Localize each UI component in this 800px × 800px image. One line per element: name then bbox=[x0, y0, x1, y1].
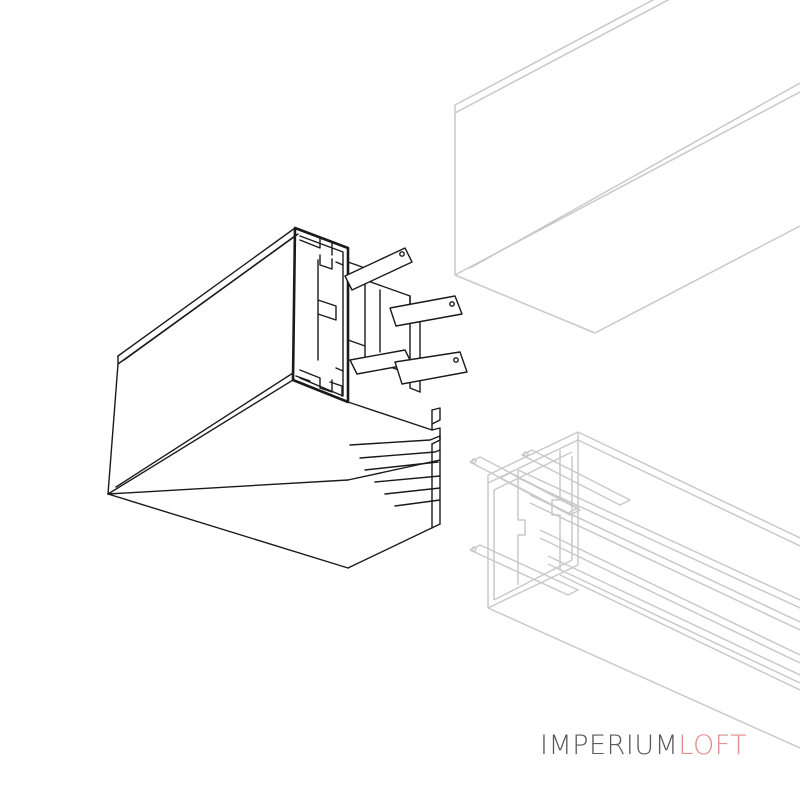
lower-right-ghost-profile bbox=[469, 431, 800, 749]
profile-connector-section bbox=[107, 226, 468, 569]
brand-logo: IMPERIUMLOFT bbox=[540, 732, 747, 759]
brand-logo-part1: IMPERIUM bbox=[540, 730, 679, 761]
upper-right-ghost-profile bbox=[454, 0, 800, 334]
brand-logo-part2: LOFT bbox=[678, 730, 748, 761]
